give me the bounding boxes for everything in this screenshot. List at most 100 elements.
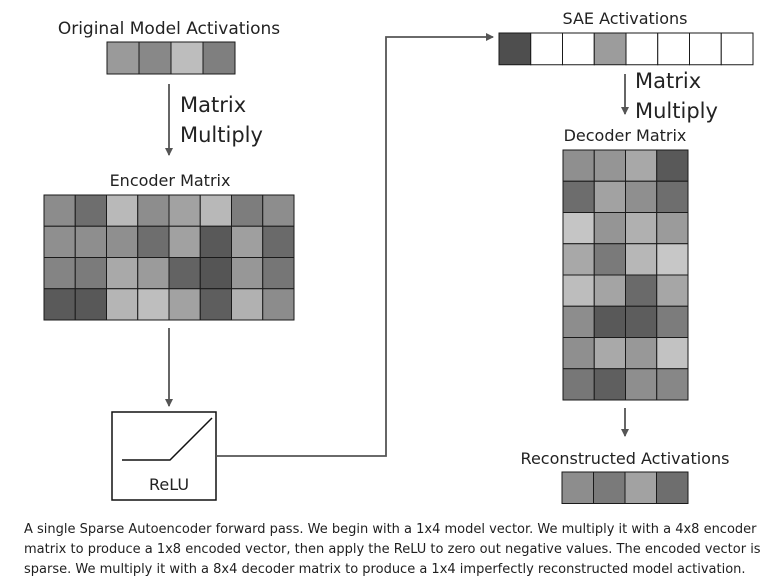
- encoder-cell: [106, 288, 139, 321]
- encoder-cell: [43, 194, 76, 227]
- decoder-cell: [656, 274, 689, 307]
- sae-activations-label: SAE Activations: [562, 9, 687, 28]
- encoder-cell: [137, 225, 170, 258]
- sae-cell: [498, 32, 532, 66]
- decoder-cell: [625, 274, 658, 307]
- decoder-cell: [625, 149, 658, 182]
- reconstructed-cell: [624, 471, 657, 504]
- decoder-cell: [625, 212, 658, 245]
- decoder-cell: [562, 212, 595, 245]
- encoder-cell: [199, 257, 232, 290]
- encoder-cell: [43, 288, 76, 321]
- decoder-cell: [656, 243, 689, 276]
- sae-cell: [530, 32, 563, 66]
- decoder-cell: [562, 149, 595, 182]
- decoder-cell: [593, 305, 626, 338]
- reconstructed-cell: [656, 471, 689, 504]
- matrix-multiply-label-1-line2: Multiply: [180, 123, 263, 147]
- decoder-cell: [593, 243, 626, 276]
- decoder-cell: [656, 149, 689, 182]
- encoder-cell: [231, 288, 264, 321]
- original-cell: [138, 41, 172, 75]
- decoder-cell: [656, 337, 689, 370]
- relu-curve-icon: [122, 417, 213, 461]
- encoder-cell: [137, 194, 170, 227]
- relu-box-frame: [111, 411, 217, 501]
- decoder-cell: [593, 274, 626, 307]
- decoder-cell: [562, 368, 595, 401]
- original-activations-label: Original Model Activations: [58, 19, 280, 39]
- sae-cell: [593, 32, 627, 66]
- matrix-multiply-label-2-line2: Multiply: [635, 99, 718, 123]
- matrix-multiply-label-1-line1: Matrix: [180, 93, 246, 117]
- decoder-cell: [625, 337, 658, 370]
- encoder-cell: [168, 194, 201, 227]
- encoder-cell: [74, 288, 107, 321]
- encoder-cell: [43, 257, 76, 290]
- sae-cell: [689, 32, 722, 66]
- encoder-cell: [262, 194, 295, 227]
- decoder-cell: [656, 368, 689, 401]
- sae-cell: [657, 32, 690, 66]
- encoder-matrix-grid: [43, 194, 295, 321]
- encoder-cell: [74, 225, 107, 258]
- decoder-matrix-grid: [562, 149, 689, 401]
- decoder-matrix-label: Decoder Matrix: [564, 126, 687, 145]
- encoder-cell: [43, 225, 76, 258]
- encoder-cell: [106, 257, 139, 290]
- original-cell: [170, 41, 204, 75]
- decoder-cell: [656, 180, 689, 213]
- decoder-cell: [562, 305, 595, 338]
- reconstructed-activations-label: Reconstructed Activations: [521, 449, 730, 468]
- encoder-cell: [106, 225, 139, 258]
- encoder-cell: [74, 257, 107, 290]
- encoder-cell: [199, 225, 232, 258]
- decoder-cell: [593, 149, 626, 182]
- relu-label: ReLU: [149, 475, 189, 494]
- encoder-cell: [199, 194, 232, 227]
- encoder-cell: [137, 257, 170, 290]
- original-activation-vector: [106, 41, 236, 75]
- original-cell: [202, 41, 236, 75]
- encoder-cell: [199, 288, 232, 321]
- encoder-cell: [262, 288, 295, 321]
- decoder-cell: [593, 337, 626, 370]
- sae-cell: [625, 32, 659, 66]
- decoder-cell: [562, 337, 595, 370]
- reconstructed-cell: [593, 471, 626, 504]
- encoder-cell: [168, 288, 201, 321]
- decoder-cell: [562, 274, 595, 307]
- sae-cell: [720, 32, 754, 66]
- figure-caption: A single Sparse Autoencoder forward pass…: [24, 522, 761, 577]
- matrix-multiply-label-2-line1: Matrix: [635, 69, 701, 93]
- sae-forward-pass-diagram: Original Model Activations Matrix Multip…: [43, 9, 754, 504]
- encoder-cell: [168, 257, 201, 290]
- encoder-cell: [106, 194, 139, 227]
- encoder-cell: [231, 257, 264, 290]
- encoder-cell: [231, 194, 264, 227]
- sae-cell: [562, 32, 595, 66]
- decoder-cell: [656, 305, 689, 338]
- decoder-cell: [593, 212, 626, 245]
- encoder-cell: [262, 225, 295, 258]
- original-cell: [106, 41, 140, 75]
- decoder-cell: [562, 180, 595, 213]
- encoder-cell: [168, 225, 201, 258]
- decoder-cell: [625, 368, 658, 401]
- arrow-to-sae: [216, 33, 494, 457]
- encoder-matrix-label: Encoder Matrix: [110, 171, 231, 190]
- reconstructed-cell: [561, 471, 594, 504]
- decoder-cell: [562, 243, 595, 276]
- encoder-cell: [262, 257, 295, 290]
- relu-box: ReLU: [111, 411, 217, 501]
- decoder-cell: [593, 368, 626, 401]
- reconstructed-activation-vector: [561, 471, 689, 504]
- encoder-cell: [137, 288, 170, 321]
- decoder-cell: [593, 180, 626, 213]
- encoder-cell: [74, 194, 107, 227]
- decoder-cell: [625, 180, 658, 213]
- decoder-cell: [625, 243, 658, 276]
- decoder-cell: [625, 305, 658, 338]
- decoder-cell: [656, 212, 689, 245]
